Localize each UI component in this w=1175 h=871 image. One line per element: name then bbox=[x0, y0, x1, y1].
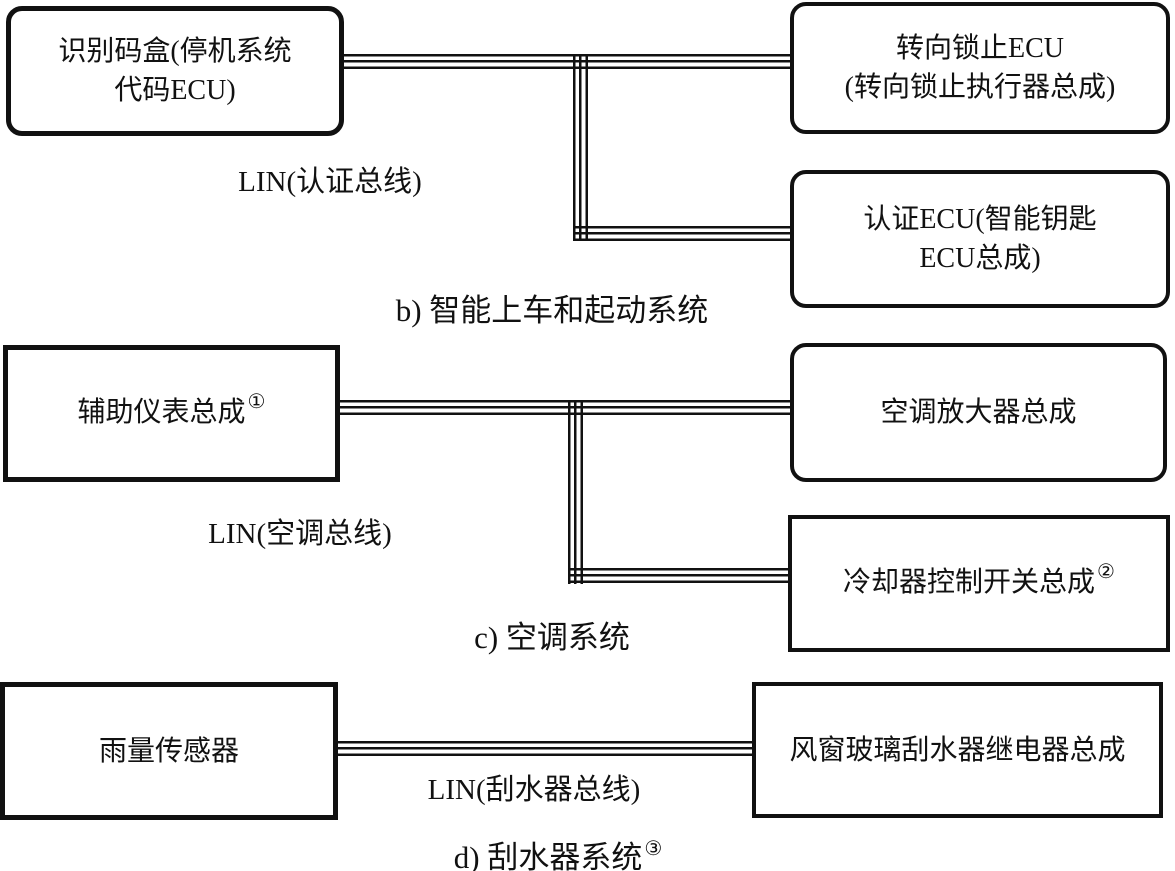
box-text: (转向锁止执行器总成) bbox=[844, 72, 1116, 103]
section-caption-b: b) 智能上车和起动系统 bbox=[395, 293, 709, 328]
lin-bus-line-b-branch-horizontal bbox=[573, 226, 792, 241]
lin-bus-line-b-branch-vertical bbox=[573, 54, 588, 241]
box-text: ECU总成) bbox=[919, 243, 1041, 274]
box-text: 雨量传感器 bbox=[98, 735, 239, 767]
section-caption-d-text: d) 刮水器系统 bbox=[453, 840, 643, 871]
box-text: 风窗玻璃刮水器继电器总成 bbox=[789, 734, 1126, 766]
footnote-mark-3: ③ bbox=[644, 838, 663, 860]
box-text-main: 辅助仪表总成 bbox=[77, 396, 246, 428]
lin-bus-line-b-main bbox=[344, 54, 792, 69]
lin-bus-line-c-branch-vertical bbox=[568, 400, 583, 584]
bus-label-authentication: LIN(认证总线) bbox=[238, 166, 422, 198]
lin-bus-line-c-main bbox=[340, 400, 792, 415]
box-steering-lock-ecu: 转向锁止ECU (转向锁止执行器总成) bbox=[790, 2, 1170, 134]
box-windshield-wiper-relay-assembly: 风窗玻璃刮水器继电器总成 bbox=[752, 682, 1163, 818]
box-id-code-box: 识别码盒(停机系统 代码ECU) bbox=[6, 6, 344, 136]
box-text-main: 冷却器控制开关总成 bbox=[843, 566, 1096, 598]
box-text: 代码ECU) bbox=[114, 75, 236, 106]
box-ac-amplifier-assembly: 空调放大器总成 bbox=[790, 343, 1167, 482]
bus-label-wiper: LIN(刮水器总线) bbox=[427, 774, 641, 806]
box-text: 认证ECU(智能钥匙 bbox=[863, 204, 1097, 235]
section-caption-c: c) 空调系统 bbox=[474, 620, 630, 655]
box-rain-sensor: 雨量传感器 bbox=[0, 682, 338, 820]
footnote-mark-2: ② bbox=[1097, 560, 1115, 583]
box-certification-ecu: 认证ECU(智能钥匙 ECU总成) bbox=[790, 170, 1170, 308]
footnote-mark-1: ① bbox=[247, 390, 266, 413]
lin-bus-line-d-main bbox=[337, 741, 753, 756]
lin-bus-line-c-branch-horizontal bbox=[568, 568, 790, 583]
bus-label-air-conditioning: LIN(空调总线) bbox=[208, 518, 392, 550]
box-text: 识别码盒(停机系统 bbox=[58, 36, 292, 67]
box-text: 空调放大器总成 bbox=[880, 397, 1077, 428]
box-text: 转向锁止ECU bbox=[895, 33, 1064, 64]
